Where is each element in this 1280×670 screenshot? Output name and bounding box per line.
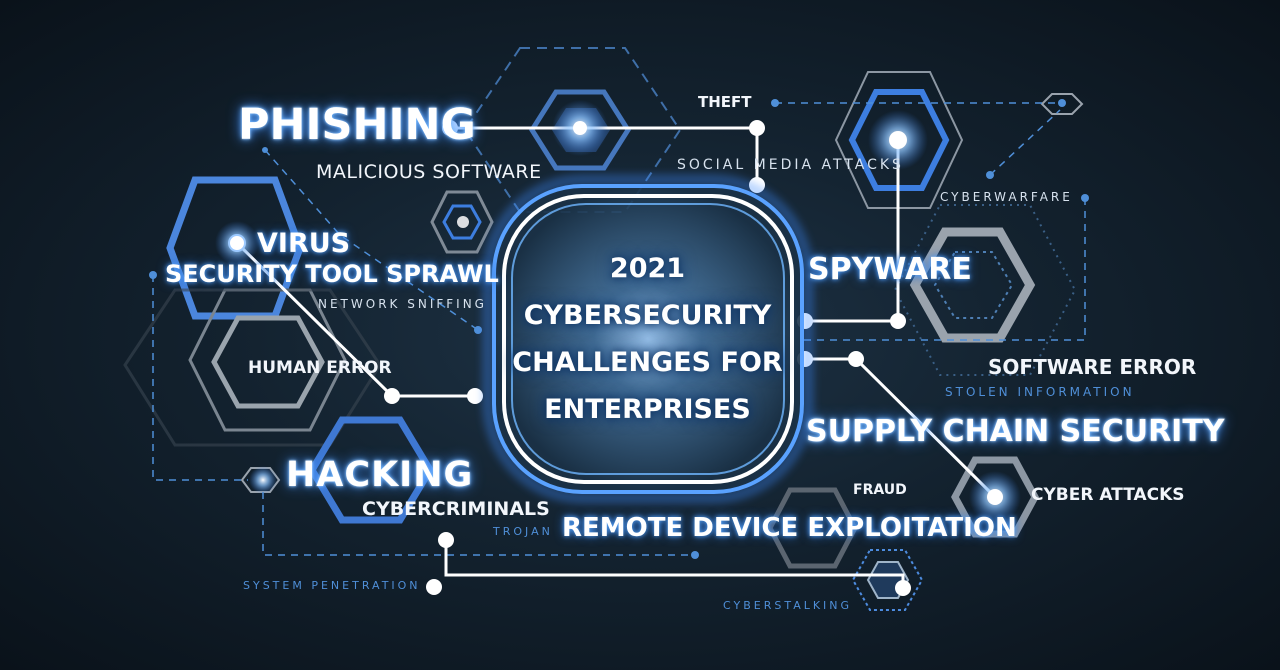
label-cybercriminals: CYBERCRIMINALS xyxy=(362,498,550,520)
label-malicious-software: MALICIOUS SOFTWARE xyxy=(316,161,542,183)
center-title-line1: 2021 xyxy=(609,253,686,284)
label-cyberwarfare: CYBERWARFARE xyxy=(940,190,1073,204)
label-hacking: HACKING xyxy=(286,455,474,495)
label-spyware: SPYWARE xyxy=(808,252,972,287)
glow-nodes xyxy=(215,100,1021,523)
label-trojan: TROJAN xyxy=(493,525,553,538)
label-phishing: PHISHING xyxy=(238,100,476,150)
label-fraud: FRAUD xyxy=(853,482,907,498)
hex-decor-top-right xyxy=(834,71,964,209)
hex-decor-left xyxy=(123,176,382,447)
label-network-sniffing: NETWORK SNIFFING xyxy=(318,297,487,311)
center-title-line3: CHALLENGES FOR xyxy=(512,347,783,378)
hex-decor-small-left xyxy=(430,190,494,254)
center-title-line2: CYBERSECURITY xyxy=(523,300,772,331)
label-theft: THEFT xyxy=(698,93,752,111)
dashed-endpoints xyxy=(149,99,1089,559)
label-security-tool-sprawl: SECURITY TOOL SPRAWL xyxy=(165,260,499,288)
center-frame xyxy=(482,174,814,504)
label-supply-chain-security: SUPPLY CHAIN SECURITY xyxy=(806,414,1225,449)
label-social-media-attacks: SOCIAL MEDIA ATTACKS xyxy=(677,157,904,173)
center-title: 2021 CYBERSECURITY CHALLENGES FOR ENTERP… xyxy=(500,245,795,433)
label-virus: VIRUS xyxy=(257,228,351,259)
dashed-connectors xyxy=(152,102,1086,556)
label-system-penetration: SYSTEM PENETRATION xyxy=(243,579,421,592)
hex-decor-right xyxy=(893,204,1077,376)
label-stolen-information: STOLEN INFORMATION xyxy=(945,385,1135,399)
label-cyberstalking: CYBERSTALKING xyxy=(723,599,853,612)
label-software-error: SOFTWARE ERROR xyxy=(988,355,1197,379)
center-title-line4: ENTERPRISES xyxy=(544,394,751,425)
label-cyber-attacks: CYBER ATTACKS xyxy=(1031,485,1185,505)
label-remote-device-exploitation: REMOTE DEVICE EXPLOITATION xyxy=(562,513,1017,543)
label-human-error: HUMAN ERROR xyxy=(248,358,392,378)
